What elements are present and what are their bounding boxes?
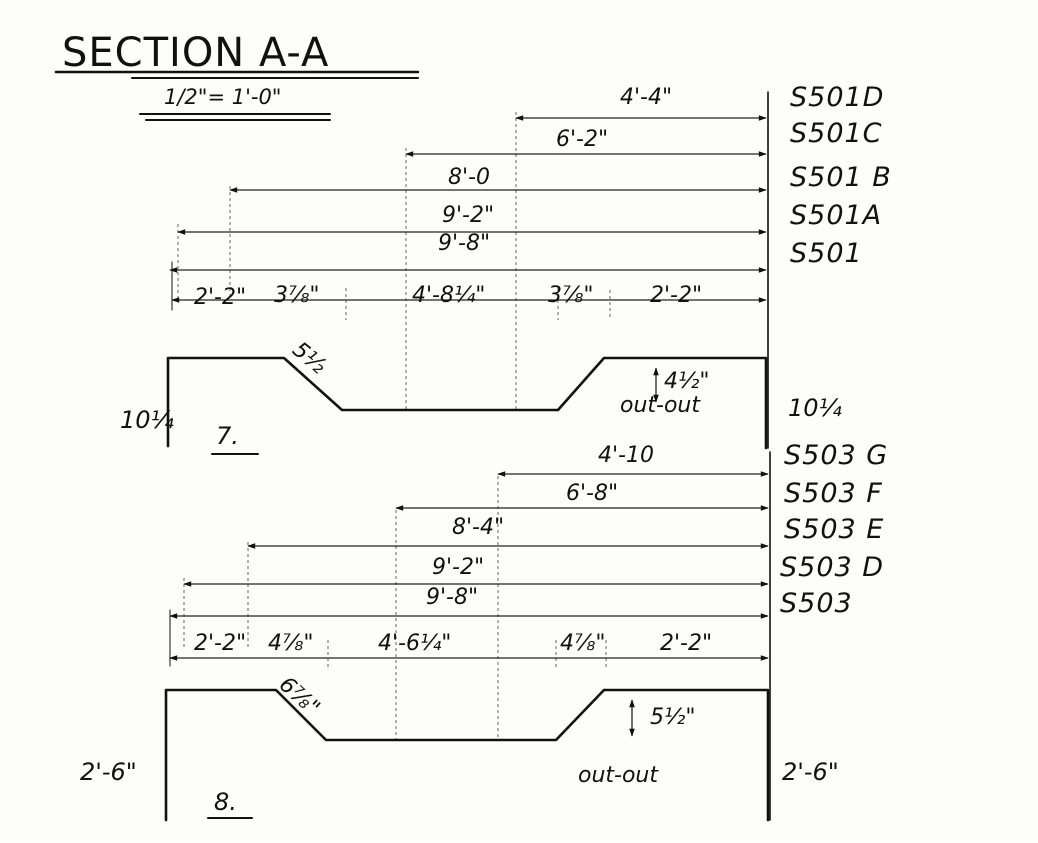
bar-mark: S503 F: [784, 478, 883, 509]
segment-length: 4⅞": [268, 631, 313, 656]
bar-mark: S501A: [790, 200, 882, 231]
bar-mark: S503 G: [784, 440, 888, 471]
section-mark: 7.: [216, 422, 239, 450]
right-height: 10¼: [788, 394, 842, 422]
bar-length: 9'-8": [426, 585, 478, 610]
depth-value: 5½": [650, 705, 695, 730]
segment-length: 2'-2": [194, 631, 246, 656]
header: SECTION A-A 1/2"= 1'-0": [54, 30, 420, 121]
depth-note: out-out: [620, 393, 701, 418]
segment-length: 2'-2": [650, 283, 702, 308]
bar-length: 6'-8": [566, 481, 618, 506]
section-title: SECTION A-A: [62, 30, 329, 76]
bar-mark: S501: [790, 238, 863, 269]
bar-mark: S501D: [790, 82, 884, 113]
bar-length: 9'-2": [432, 555, 484, 580]
depth-value: 4½": [664, 369, 709, 394]
slope-length: 5½: [287, 337, 330, 379]
segment-length: 2'-2": [194, 285, 246, 310]
bar-length: 9'-2": [442, 203, 494, 228]
bar-length: 6'-2": [556, 127, 608, 152]
segment-length: 4⅞": [560, 631, 605, 656]
depth-note: out-out: [578, 763, 659, 788]
bar-length: 4'-10: [598, 443, 654, 468]
section-profile-7: [166, 356, 768, 450]
segment-length: 4'-8¼": [412, 283, 485, 308]
scale-note: 1/2"= 1'-0": [164, 85, 281, 109]
bar-mark: S501 B: [790, 162, 892, 193]
segment-length: 4'-6¼": [378, 631, 451, 656]
segment-length: 3⅞": [548, 283, 593, 308]
bar-mark: S503 D: [780, 552, 884, 583]
bar-length: 9'-8": [438, 231, 490, 256]
left-height: 10¼: [120, 406, 174, 434]
section-8: 4'-10 6'-8" 8'-4" 9'-2" 9'-8" S503 G S50…: [80, 440, 888, 822]
bar-length: 8'-4": [452, 515, 504, 540]
section-profile-8: [164, 688, 770, 822]
bar-length: 4'-4": [620, 85, 672, 110]
section-mark: 8.: [214, 788, 237, 816]
right-height: 2'-6": [782, 758, 839, 786]
bar-mark: S501C: [790, 118, 883, 149]
section-7: 4'-4" 6'-2" 8'-0 9'-2" 9'-8" S501D S501C…: [120, 82, 892, 455]
bar-length: 8'-0: [448, 165, 490, 190]
bar-mark: S503: [780, 588, 853, 619]
segment-length: 3⅞": [274, 283, 319, 308]
bar-mark: S503 E: [784, 514, 884, 545]
left-height: 2'-6": [80, 758, 137, 786]
segment-length: 2'-2": [660, 631, 712, 656]
